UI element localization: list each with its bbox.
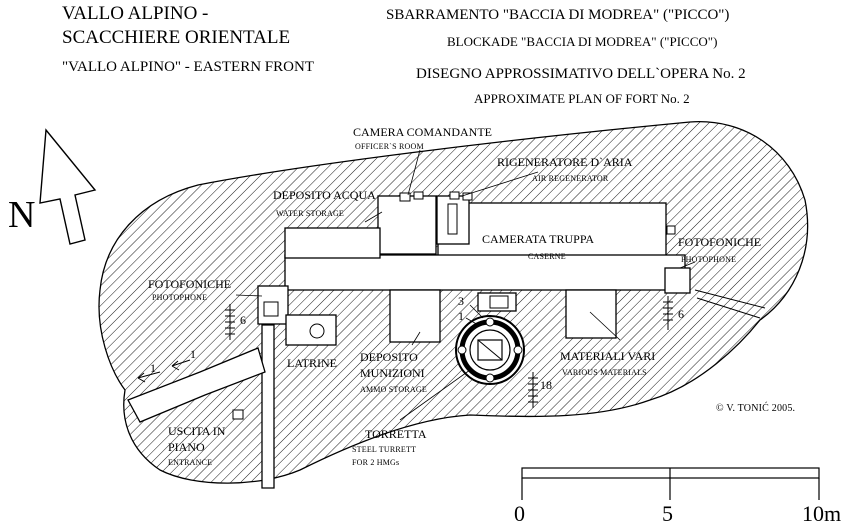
water-storage-label: DEPOSITO ACQUA — [273, 188, 376, 202]
left-corridor — [284, 227, 381, 259]
tick-marks — [225, 296, 673, 408]
header-left-line1: VALLO ALPINO - — [62, 3, 209, 24]
officers-room-label: CAMERA COMANDANTE — [353, 125, 493, 139]
ammo-storage-room — [389, 289, 441, 343]
north-arrow-icon — [39, 128, 97, 245]
latrine-label: LATRINE — [287, 356, 337, 370]
count-1-b: 1 — [190, 347, 196, 361]
scale-label-10m: 10m — [802, 501, 842, 526]
air-regenerator-sublabel: AIR REGENERATOR — [532, 174, 609, 183]
header-right-line2: BLOCKADE "BACCIA DI MODREA" ("PICCO") — [447, 34, 718, 49]
water-storage-room — [377, 195, 437, 255]
photophone-right-label: FOTOFONICHE — [678, 235, 762, 249]
scale-label-0: 0 — [514, 501, 525, 526]
count-6-right: 6 — [678, 307, 684, 321]
turret-sublabel-1: STEEL TURRETT — [352, 445, 417, 454]
barracks-sublabel: CASERNE — [528, 252, 566, 261]
copyright: © V. TONIĆ 2005. — [716, 403, 796, 414]
photophone-left-sublabel: PHOTOPHONE — [152, 293, 208, 302]
ammo-storage-label-1: DEPOSITO — [360, 350, 418, 364]
header-left-line3: "VALLO ALPINO" - EASTERN FRONT — [62, 59, 314, 75]
entrance-label-1: USCITA IN — [168, 424, 226, 438]
header-right-line3: DISEGNO APPROSSIMATIVO DELL`OPERA No. 2 — [416, 66, 746, 82]
count-1-a: 1 — [150, 361, 156, 375]
scale-bar — [521, 467, 820, 500]
materials-label: MATERIALI VARI — [560, 349, 656, 363]
count-18: 18 — [540, 378, 552, 392]
main-corridor — [284, 254, 686, 291]
entrance-sublabel: ENTRANCE — [168, 458, 213, 467]
count-6-left: 6 — [240, 313, 246, 327]
photophone-left-label: FOTOFONICHE — [148, 277, 232, 291]
details — [232, 191, 766, 420]
turret-sublabel-2: FOR 2 HMGs — [352, 458, 400, 467]
materials-room — [565, 289, 617, 339]
count-3: 3 — [458, 294, 464, 308]
photophone-right-sublabel: PHOTOPHONE — [681, 255, 737, 264]
entrance-passage — [127, 347, 266, 423]
header-right-line4: APPROXIMATE PLAN OF FORT No. 2 — [474, 91, 690, 106]
barracks-label: CAMERATA TRUPPA — [482, 232, 595, 246]
scale-label-5: 5 — [662, 501, 673, 526]
ammo-storage-sublabel: AMMO STORAGE — [360, 385, 427, 394]
header-left-line2: SCACCHIERE ORIENTALE — [62, 27, 291, 48]
water-storage-sublabel: WATER STORAGE — [276, 209, 345, 218]
north-label: N — [8, 194, 36, 236]
materials-sublabel: VARIOUS MATERIALS — [562, 368, 647, 377]
right-photophone-room — [664, 267, 691, 294]
turret-label: TORRETTA — [365, 427, 427, 441]
header-right-line1: SBARRAMENTO "BACCIA DI MODREA" ("PICCO") — [386, 7, 730, 23]
entrance-label-2: PIANO — [168, 440, 205, 454]
count-1-turret: 1 — [458, 309, 464, 323]
entrance-arrows — [137, 359, 191, 383]
air-regenerator-label: RIGENERATORE D`ARIA — [497, 155, 633, 169]
officers-room-sublabel: OFFICER`S ROOM — [355, 142, 424, 151]
turret — [455, 315, 525, 385]
ammo-storage-label-2: MUNIZIONI — [360, 366, 425, 380]
leader-lines — [235, 149, 696, 421]
